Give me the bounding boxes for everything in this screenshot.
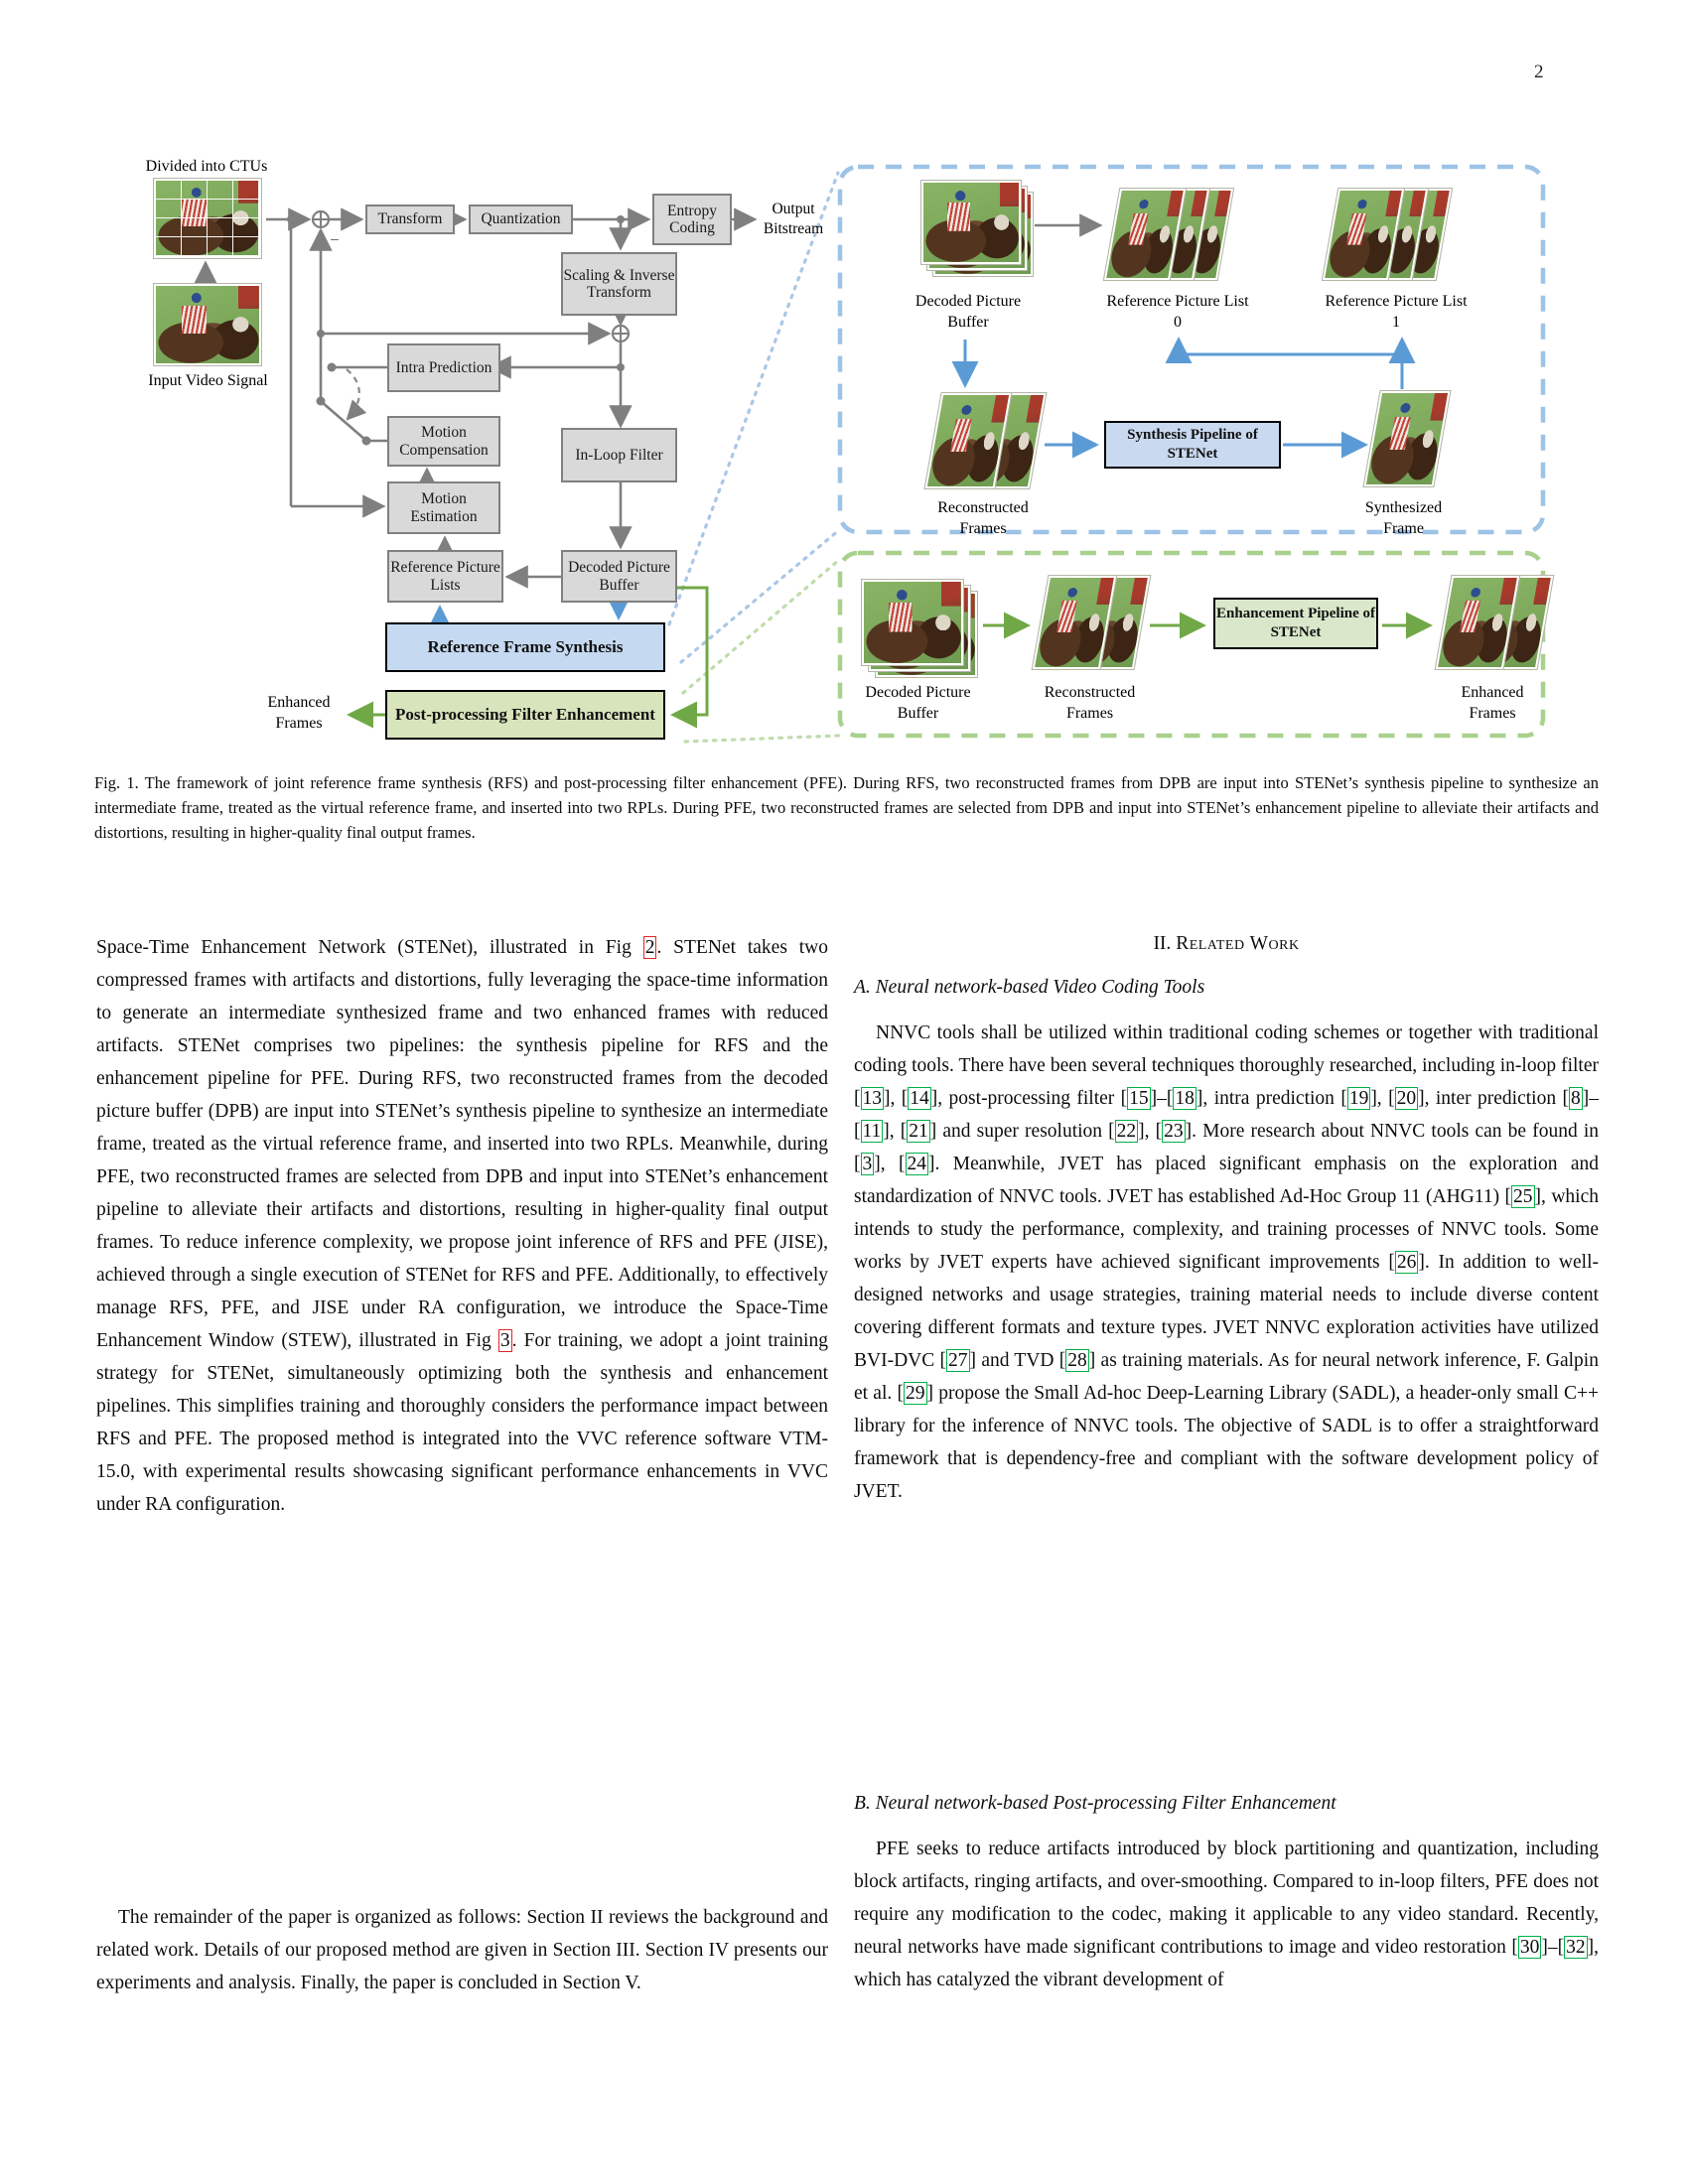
citation-link[interactable]: 24	[905, 1153, 928, 1175]
citation-link[interactable]: 19	[1346, 1087, 1371, 1110]
rpl0-label: Reference Picture List 0	[1106, 293, 1249, 331]
citation-link[interactable]: 15	[1127, 1087, 1151, 1110]
section-number: II.	[1153, 933, 1172, 954]
text-run: ], [	[884, 1088, 909, 1109]
citation-link[interactable]: 28	[1065, 1349, 1089, 1372]
text-run: ], which has catalyzed the vibrant devel…	[854, 1937, 1599, 1990]
text-run: Space-Time Enhancement Network (STENet),…	[96, 937, 643, 958]
text-run: The remainder of the paper is organized …	[96, 1907, 828, 1993]
text-run: ], [	[1138, 1121, 1163, 1142]
enhanced-frames-label: Enhanced Frames	[1461, 684, 1524, 722]
enhanced-frames-left-label: Enhanced Frames	[267, 694, 331, 732]
figure-ref-link[interactable]: 3	[497, 1329, 512, 1352]
citation-link[interactable]: 27	[946, 1349, 970, 1372]
subsection-b-heading: B. Neural network-based Post-processing …	[854, 1793, 1336, 1814]
reference-picture-lists-block: Reference Picture Lists	[387, 550, 503, 603]
frame-front	[861, 579, 964, 666]
subsection-a-heading: A. Neural network-based Video Coding Too…	[854, 977, 1205, 998]
text-run: ], [	[883, 1121, 908, 1142]
figure-1: Divided into CTUs Input Video Signal − T…	[0, 0, 1688, 754]
text-run: ], [	[1370, 1088, 1395, 1109]
text-run: ], which intends to study the performanc…	[854, 1186, 1599, 1273]
text-run: ]–[	[854, 1088, 1599, 1142]
bottom-reconstructed-label: Reconstructed Frames	[1044, 684, 1136, 722]
transform-block: Transform	[365, 205, 455, 234]
citation-link[interactable]: 20	[1394, 1087, 1419, 1110]
enhancement-dashed-box	[837, 550, 1546, 739]
citation-link[interactable]: 8	[1568, 1087, 1583, 1110]
ctu-frame-image	[153, 178, 262, 259]
text-run: ], intra prediction [	[1196, 1088, 1347, 1109]
synthesis-dashed-box	[837, 164, 1546, 535]
citation-link[interactable]: 30	[1517, 1936, 1542, 1959]
text-run: ] propose the Small Ad-hoc Deep-Learning…	[854, 1383, 1599, 1502]
reference-frame-synthesis-block: Reference Frame Synthesis	[385, 622, 665, 672]
citation-link[interactable]: 32	[1564, 1936, 1588, 1959]
citation-link[interactable]: 22	[1114, 1120, 1139, 1143]
decoded-picture-buffer-block: Decoded Picture Buffer	[561, 550, 677, 603]
in-loop-filter-block: In-Loop Filter	[561, 428, 677, 482]
section-title: Related Work	[1176, 933, 1300, 954]
figure-ref-link[interactable]: 2	[642, 936, 657, 959]
entropy-coding-block: Entropy Coding	[652, 194, 732, 245]
text-run: ]. In addition to well-designed networks…	[854, 1252, 1599, 1371]
minus-sign: −	[330, 230, 340, 249]
citation-link[interactable]: 21	[907, 1120, 930, 1143]
output-bitstream-label: Output Bitstream	[763, 201, 824, 238]
right-column-paragraph-b: PFE seeks to reduce artifacts introduced…	[854, 1833, 1599, 1996]
text-run: . For training, we adopt a joint trainin…	[96, 1330, 828, 1515]
left-column-paragraph-2: The remainder of the paper is organized …	[96, 1901, 828, 1999]
rpl1-label: Reference Picture List 1	[1325, 293, 1468, 331]
text-run: ], [	[874, 1154, 906, 1174]
ctu-grid-overlay	[156, 181, 259, 256]
input-frame-image	[153, 283, 262, 366]
citation-link[interactable]: 26	[1394, 1251, 1419, 1274]
quantization-block: Quantization	[469, 205, 573, 234]
text-run: ]–[	[1150, 1088, 1174, 1109]
input-video-label: Input Video Signal	[148, 372, 268, 389]
intra-prediction-block: Intra Prediction	[387, 343, 500, 392]
figure-caption: Fig. 1. The framework of joint reference…	[94, 773, 1599, 842]
adder-nodes	[311, 209, 631, 343]
citation-link[interactable]: 14	[908, 1087, 931, 1110]
text-run: ] and TVD [	[969, 1350, 1066, 1371]
frame-front	[920, 180, 1022, 265]
left-column-paragraph-1: Space-Time Enhancement Network (STENet),…	[96, 931, 828, 1521]
text-run: NNVC tools shall be utilized within trad…	[854, 1023, 1599, 1109]
figure-connectors	[194, 164, 1546, 744]
text-run: ]–[	[1541, 1937, 1565, 1958]
scaling-inverse-transform-block: Scaling & Inverse Transform	[561, 252, 677, 316]
citation-link[interactable]: 11	[860, 1120, 884, 1143]
bottom-dpb-label: Decoded Picture Buffer	[865, 684, 971, 722]
text-run: ], inter prediction [	[1418, 1088, 1569, 1109]
text-run: ]. Meanwhile, JVET has placed significan…	[854, 1154, 1599, 1207]
synthesized-frame-label: Synthesized Frame	[1364, 499, 1443, 537]
section-heading-related-work: II. Related Work	[854, 933, 1599, 955]
citation-link[interactable]: 13	[860, 1087, 884, 1110]
text-run: ]. More research about NNVC tools can be…	[854, 1121, 1599, 1174]
citation-link[interactable]: 23	[1162, 1120, 1186, 1143]
synthesis-pipeline-box: Synthesis Pipeline of STENet	[1104, 421, 1281, 469]
text-run: ] as training materials. As for neural n…	[854, 1350, 1599, 1404]
citation-link[interactable]: 3	[860, 1153, 875, 1175]
motion-estimation-block: Motion Estimation	[387, 481, 500, 534]
text-run: . STENet takes two compressed frames wit…	[96, 937, 829, 1351]
text-run: ] and super resolution [	[929, 1121, 1115, 1142]
citation-link[interactable]: 25	[1511, 1185, 1535, 1208]
right-column-paragraph-a: NNVC tools shall be utilized within trad…	[854, 1017, 1599, 1508]
citation-link[interactable]: 29	[904, 1382, 927, 1405]
top-dpb-label: Decoded Picture Buffer	[914, 293, 1022, 331]
top-reconstructed-label: Reconstructed Frames	[937, 499, 1029, 537]
text-run: PFE seeks to reduce artifacts introduced…	[854, 1839, 1599, 1958]
divided-ctus-label: Divided into CTUs	[145, 158, 268, 175]
post-processing-filter-enhancement-block: Post-processing Filter Enhancement	[385, 690, 665, 740]
citation-link[interactable]: 18	[1173, 1087, 1196, 1110]
page-number: 2	[1534, 62, 1544, 82]
enhancement-pipeline-box: Enhancement Pipeline of STENet	[1213, 598, 1378, 649]
text-run: ], post-processing filter [	[930, 1088, 1128, 1109]
motion-compensation-block: Motion Compensation	[387, 416, 500, 467]
